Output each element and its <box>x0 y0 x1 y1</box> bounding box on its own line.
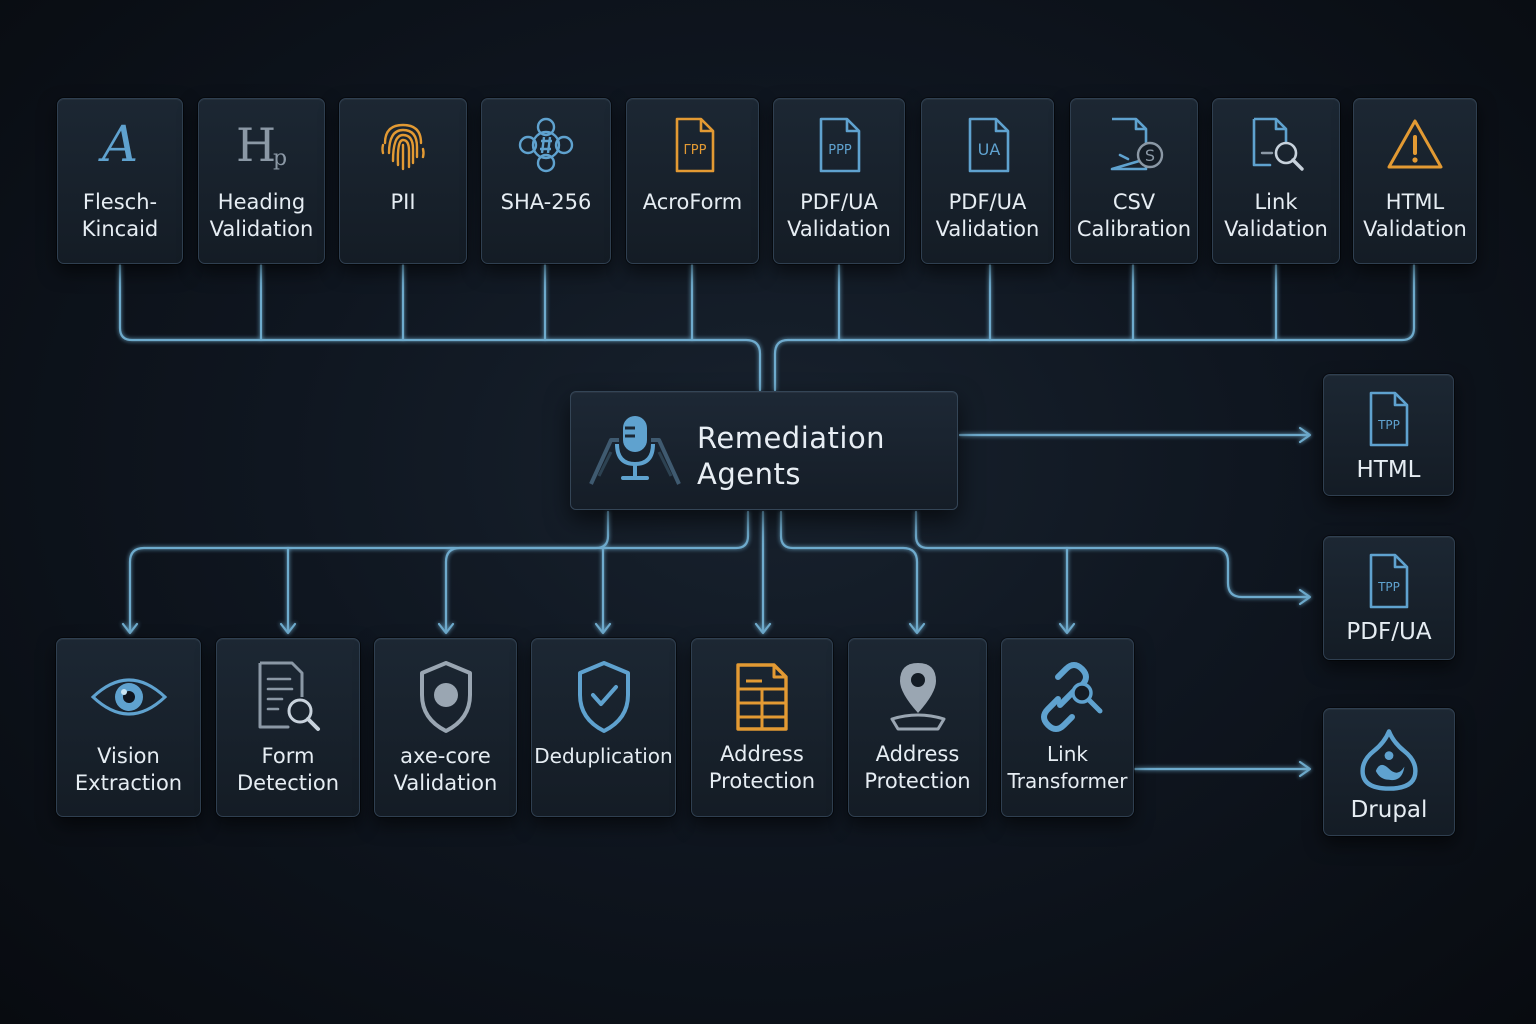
validator-heading-validation[interactable]: H p Heading Validation <box>198 98 325 264</box>
form-document-icon: ΓPP <box>675 117 714 173</box>
wire-html-validation <box>773 263 1416 392</box>
hub-title: Remediation Agents <box>697 421 886 491</box>
svg-text:TPP: TPP <box>1377 580 1400 594</box>
validator-pii[interactable]: PII <box>339 98 467 264</box>
wire-flesch-kincaid <box>118 263 762 392</box>
validator-csv-calibration[interactable]: S CSV Calibration <box>1070 98 1198 264</box>
arrow-address-protection-2 <box>908 622 926 635</box>
validator-pdfua-validation[interactable]: PPP PDF/UA Validation <box>773 98 905 264</box>
validator-label: SHA-256 <box>500 190 592 214</box>
warning-icon <box>1387 119 1443 169</box>
validator-label: CSV Calibration <box>1076 190 1192 241</box>
agent-label: Vision Extraction <box>74 744 183 795</box>
validator-flesch-kincaid[interactable]: A Flesch- Kincaid <box>57 98 183 264</box>
document-search-icon <box>258 661 320 731</box>
eye-icon <box>90 678 167 716</box>
arrow-address-protection-1 <box>754 622 772 635</box>
validator-link-validation[interactable]: Link Validation <box>1212 98 1340 264</box>
remediation-agents-hub[interactable]: Remediation Agents <box>570 391 958 510</box>
validator-label: PDF/UA Validation <box>787 190 891 241</box>
validator-html-validation[interactable]: HTML Validation <box>1353 98 1477 264</box>
wire-vision-extraction <box>128 510 610 634</box>
agent-address-protection-grid[interactable]: Address Protection <box>691 638 833 817</box>
agent-label: Link Transformer <box>1007 742 1128 793</box>
output-label: PDF/UA <box>1346 619 1432 645</box>
svg-text:ΓPP: ΓPP <box>683 143 706 158</box>
agent-label: Deduplication <box>534 744 673 768</box>
svg-text:A: A <box>98 115 138 173</box>
drupal-icon <box>1360 729 1418 791</box>
validator-pdfua-validation-ua[interactable]: UA PDF/UA Validation <box>921 98 1054 264</box>
wire-address-protection-2 <box>779 510 919 634</box>
link-search-icon <box>1252 117 1304 171</box>
validator-label: AcroForm <box>642 190 743 214</box>
agent-label: Form Detection <box>236 744 340 795</box>
agent-label: axe-core Validation <box>393 744 498 795</box>
ua-document-icon: UA <box>968 117 1009 173</box>
arrow-html-output <box>1298 426 1312 444</box>
letter-a-icon: A <box>98 115 138 173</box>
agent-deduplication[interactable]: Deduplication <box>531 638 676 817</box>
svg-text:H: H <box>235 118 275 172</box>
agent-label: Address Protection <box>708 742 816 793</box>
arrow-deduplication <box>594 622 612 635</box>
shield-icon <box>419 661 472 733</box>
tpp-document-icon: TPP <box>1369 553 1409 609</box>
agent-label: Address Protection <box>864 742 971 793</box>
chain-link-icon <box>1040 662 1102 732</box>
arrow-vision-extraction <box>121 622 139 635</box>
validator-label: HTML Validation <box>1363 190 1467 241</box>
agent-address-protection-pin[interactable]: Address Protection <box>848 638 987 817</box>
svg-text:UA: UA <box>977 140 1000 159</box>
agent-link-transformer[interactable]: Link Transformer <box>1001 638 1134 817</box>
fingerprint-icon <box>381 123 425 171</box>
wire-axe-core <box>444 510 750 634</box>
svg-text:PPP: PPP <box>828 143 852 158</box>
map-pin-icon <box>890 663 945 731</box>
output-pdfua[interactable]: TPP PDF/UA <box>1323 536 1455 660</box>
wire-to-pdfua-output <box>914 510 1311 599</box>
grid-document-icon <box>736 663 788 731</box>
agent-form-detection[interactable]: Form Detection <box>216 638 360 817</box>
validator-label: PDF/UA Validation <box>935 190 1040 241</box>
validator-label: Flesch- Kincaid <box>81 190 159 241</box>
output-label: Drupal <box>1350 797 1428 823</box>
agent-vision-extraction[interactable]: Vision Extraction <box>56 638 201 817</box>
output-drupal[interactable]: Drupal <box>1323 708 1455 836</box>
microphone-icon <box>589 416 681 485</box>
arrow-pdfua-output <box>1298 588 1312 606</box>
ppp-document-icon: PPP <box>819 117 861 173</box>
svg-text:p: p <box>272 146 286 171</box>
svg-text:S: S <box>1145 146 1155 165</box>
arrow-drupal-output <box>1298 760 1312 778</box>
arrow-form-detection <box>279 622 297 635</box>
agent-axe-core-validation[interactable]: axe-core Validation <box>374 638 517 817</box>
validator-label: Link Validation <box>1224 190 1328 241</box>
csv-dollar-icon: S <box>1110 117 1164 171</box>
heading-icon: H p <box>235 118 286 172</box>
validator-label: PII <box>390 190 416 214</box>
validator-acroform[interactable]: ΓPP AcroForm <box>626 98 759 264</box>
tpp-document-icon: TPP <box>1369 391 1408 447</box>
output-label: HTML <box>1356 457 1421 483</box>
arrow-axe-core <box>437 622 455 635</box>
validator-sha-256[interactable]: SHA-256 <box>481 98 611 264</box>
arrow-link-transformer <box>1058 622 1076 635</box>
hash-globe-icon <box>518 117 574 173</box>
shield-check-icon <box>577 661 630 733</box>
output-html[interactable]: TPP HTML <box>1323 374 1454 496</box>
svg-text:TPP: TPP <box>1377 418 1400 432</box>
validator-label: Heading Validation <box>209 190 314 241</box>
